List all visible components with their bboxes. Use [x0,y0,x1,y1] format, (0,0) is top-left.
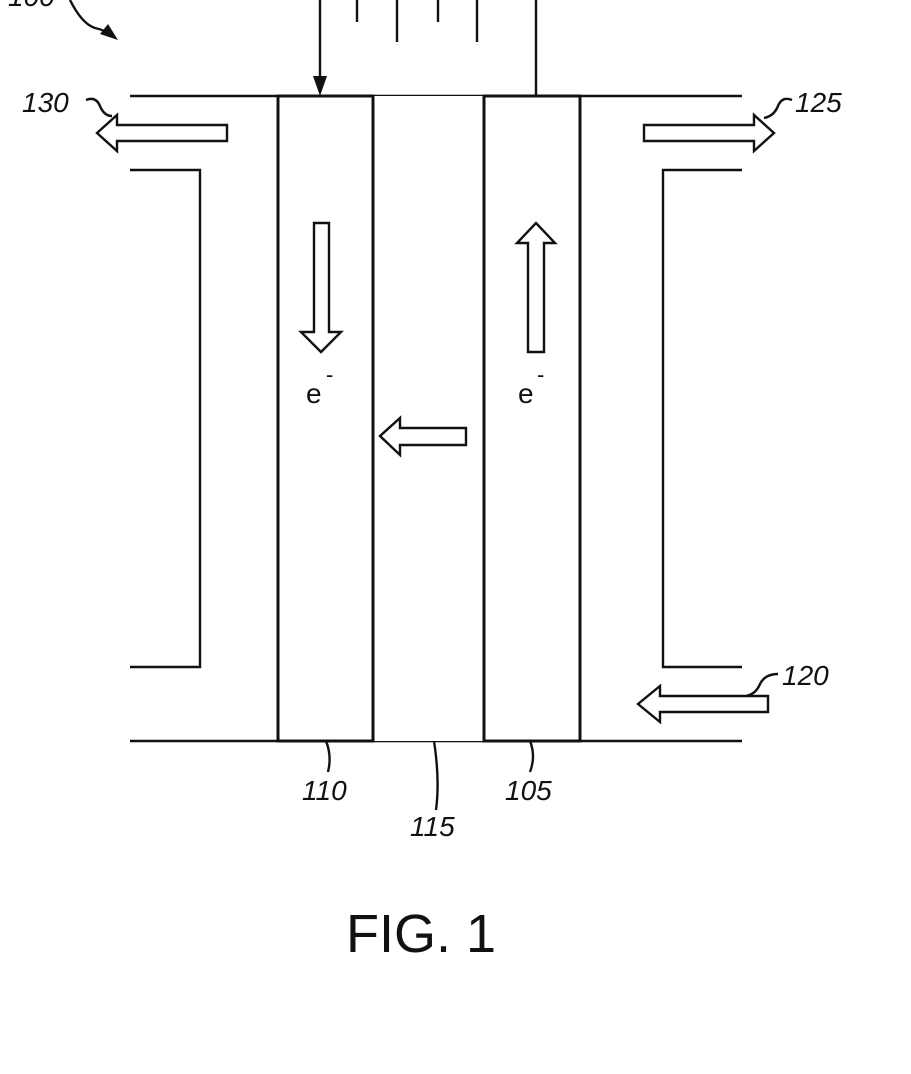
ref-130-label: 130 [22,87,69,118]
electron-superscript-right: - [537,362,544,387]
left-flow-channel [130,170,200,667]
electron-label-right: e [518,378,534,409]
external-circuit [313,0,536,96]
ref-110-leader [326,741,330,772]
ref-115-label: 115 [410,811,455,842]
ref-100-label: 100 [8,0,55,12]
ref-125-label: 125 [795,87,842,118]
electron-label-left: e [306,378,322,409]
electrode-105 [484,96,580,741]
ref-100-leader-arrow [70,0,118,40]
inlet-120-arrow [638,686,768,722]
ref-120-leader [746,674,778,696]
ref-110-label: 110 [302,775,347,806]
ref-105-label: 105 [505,775,552,806]
membrane-115 [373,96,484,741]
ref-120-label: 120 [782,660,829,691]
electron-flow-down-arrow [301,223,341,352]
electrode-110 [278,96,373,741]
ref-115-leader [434,741,438,810]
outlet-130-arrow [97,115,227,151]
ref-125-leader [764,99,792,118]
right-flow-channel [663,170,742,667]
electron-flow-up-arrow [517,223,555,352]
figure-caption: FIG. 1 [346,904,496,964]
ref-105-leader [530,741,533,772]
electron-superscript-left: - [326,362,333,387]
ref-130-leader [86,99,112,116]
outlet-125-arrow [644,115,774,151]
circuit-arrow-head [313,76,327,96]
